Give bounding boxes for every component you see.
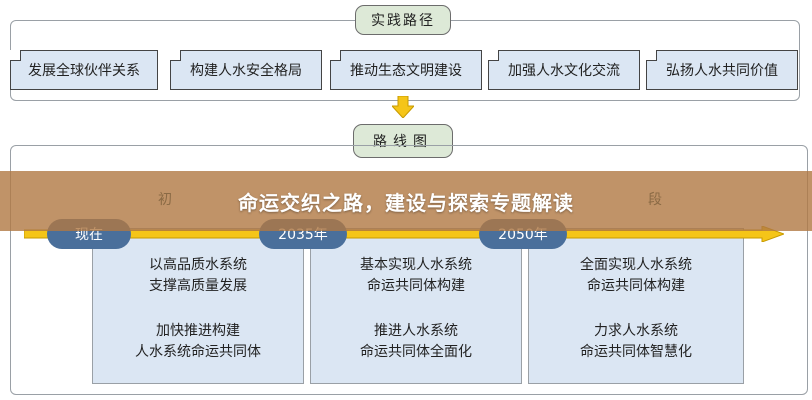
banner-title: 命运交织之路，建设与探索专题解读 xyxy=(238,190,574,215)
stage-text: 人水系统命运共同体 xyxy=(135,344,261,360)
practice-item-label: 弘扬人水共同价值 xyxy=(666,63,778,79)
stage-text: 基本实现人水系统 xyxy=(360,257,472,273)
milestone-label: 现在 xyxy=(75,227,103,243)
stage-column-3: 全面实现人水系统 命运共同体构建 力求人水系统 命运共同体智慧化 xyxy=(528,228,744,384)
practice-item-culture-exchange: 加强人水文化交流 xyxy=(488,50,640,90)
stage-column-2: 基本实现人水系统 命运共同体构建 推进人水系统 命运共同体全面化 xyxy=(310,228,522,384)
stage-text: 以高品质水系统 xyxy=(149,257,247,273)
practice-item-label: 发展全球伙伴关系 xyxy=(28,63,140,79)
practice-item-water-security: 构建人水安全格局 xyxy=(170,50,322,90)
practice-path-title-text: 实践路径 xyxy=(371,13,435,29)
practice-item-common-values: 弘扬人水共同价值 xyxy=(646,50,798,90)
stage-text: 命运共同体构建 xyxy=(587,278,685,294)
milestone-label: 2050年 xyxy=(498,227,548,243)
roadmap-title-text: 路线图 xyxy=(373,134,433,150)
stage-fragment-text: 段 xyxy=(648,192,662,208)
roadmap-frame xyxy=(10,145,808,395)
stage-fragment-text: 初 xyxy=(158,192,172,208)
roadmap-title: 路线图 xyxy=(353,124,453,158)
practice-item-label: 推动生态文明建设 xyxy=(350,63,462,79)
milestone-label: 2035年 xyxy=(278,227,328,243)
practice-item-global-partnership: 发展全球伙伴关系 xyxy=(10,50,158,90)
stage-text: 力求人水系统 xyxy=(594,323,678,339)
stage-fragment-right: 段 xyxy=(648,187,662,211)
stage-text: 支撑高质量发展 xyxy=(149,278,247,294)
stage-text: 命运共同体全面化 xyxy=(360,344,472,360)
title-banner: 命运交织之路，建设与探索专题解读 xyxy=(0,171,812,231)
stage-fragment-left: 初 xyxy=(158,187,172,211)
stage-text: 命运共同体智慧化 xyxy=(580,344,692,360)
practice-path-title: 实践路径 xyxy=(355,5,451,35)
stage-text: 全面实现人水系统 xyxy=(580,257,692,273)
stage-text: 加快推进构建 xyxy=(156,323,240,339)
down-arrow-icon xyxy=(392,96,414,118)
stage-column-1: 以高品质水系统 支撑高质量发展 加快推进构建 人水系统命运共同体 xyxy=(92,228,304,384)
practice-item-label: 构建人水安全格局 xyxy=(190,63,302,79)
stage-text: 推进人水系统 xyxy=(374,323,458,339)
stage-text: 命运共同体构建 xyxy=(367,278,465,294)
practice-item-label: 加强人水文化交流 xyxy=(508,63,620,79)
practice-item-eco-civilization: 推动生态文明建设 xyxy=(330,50,482,90)
